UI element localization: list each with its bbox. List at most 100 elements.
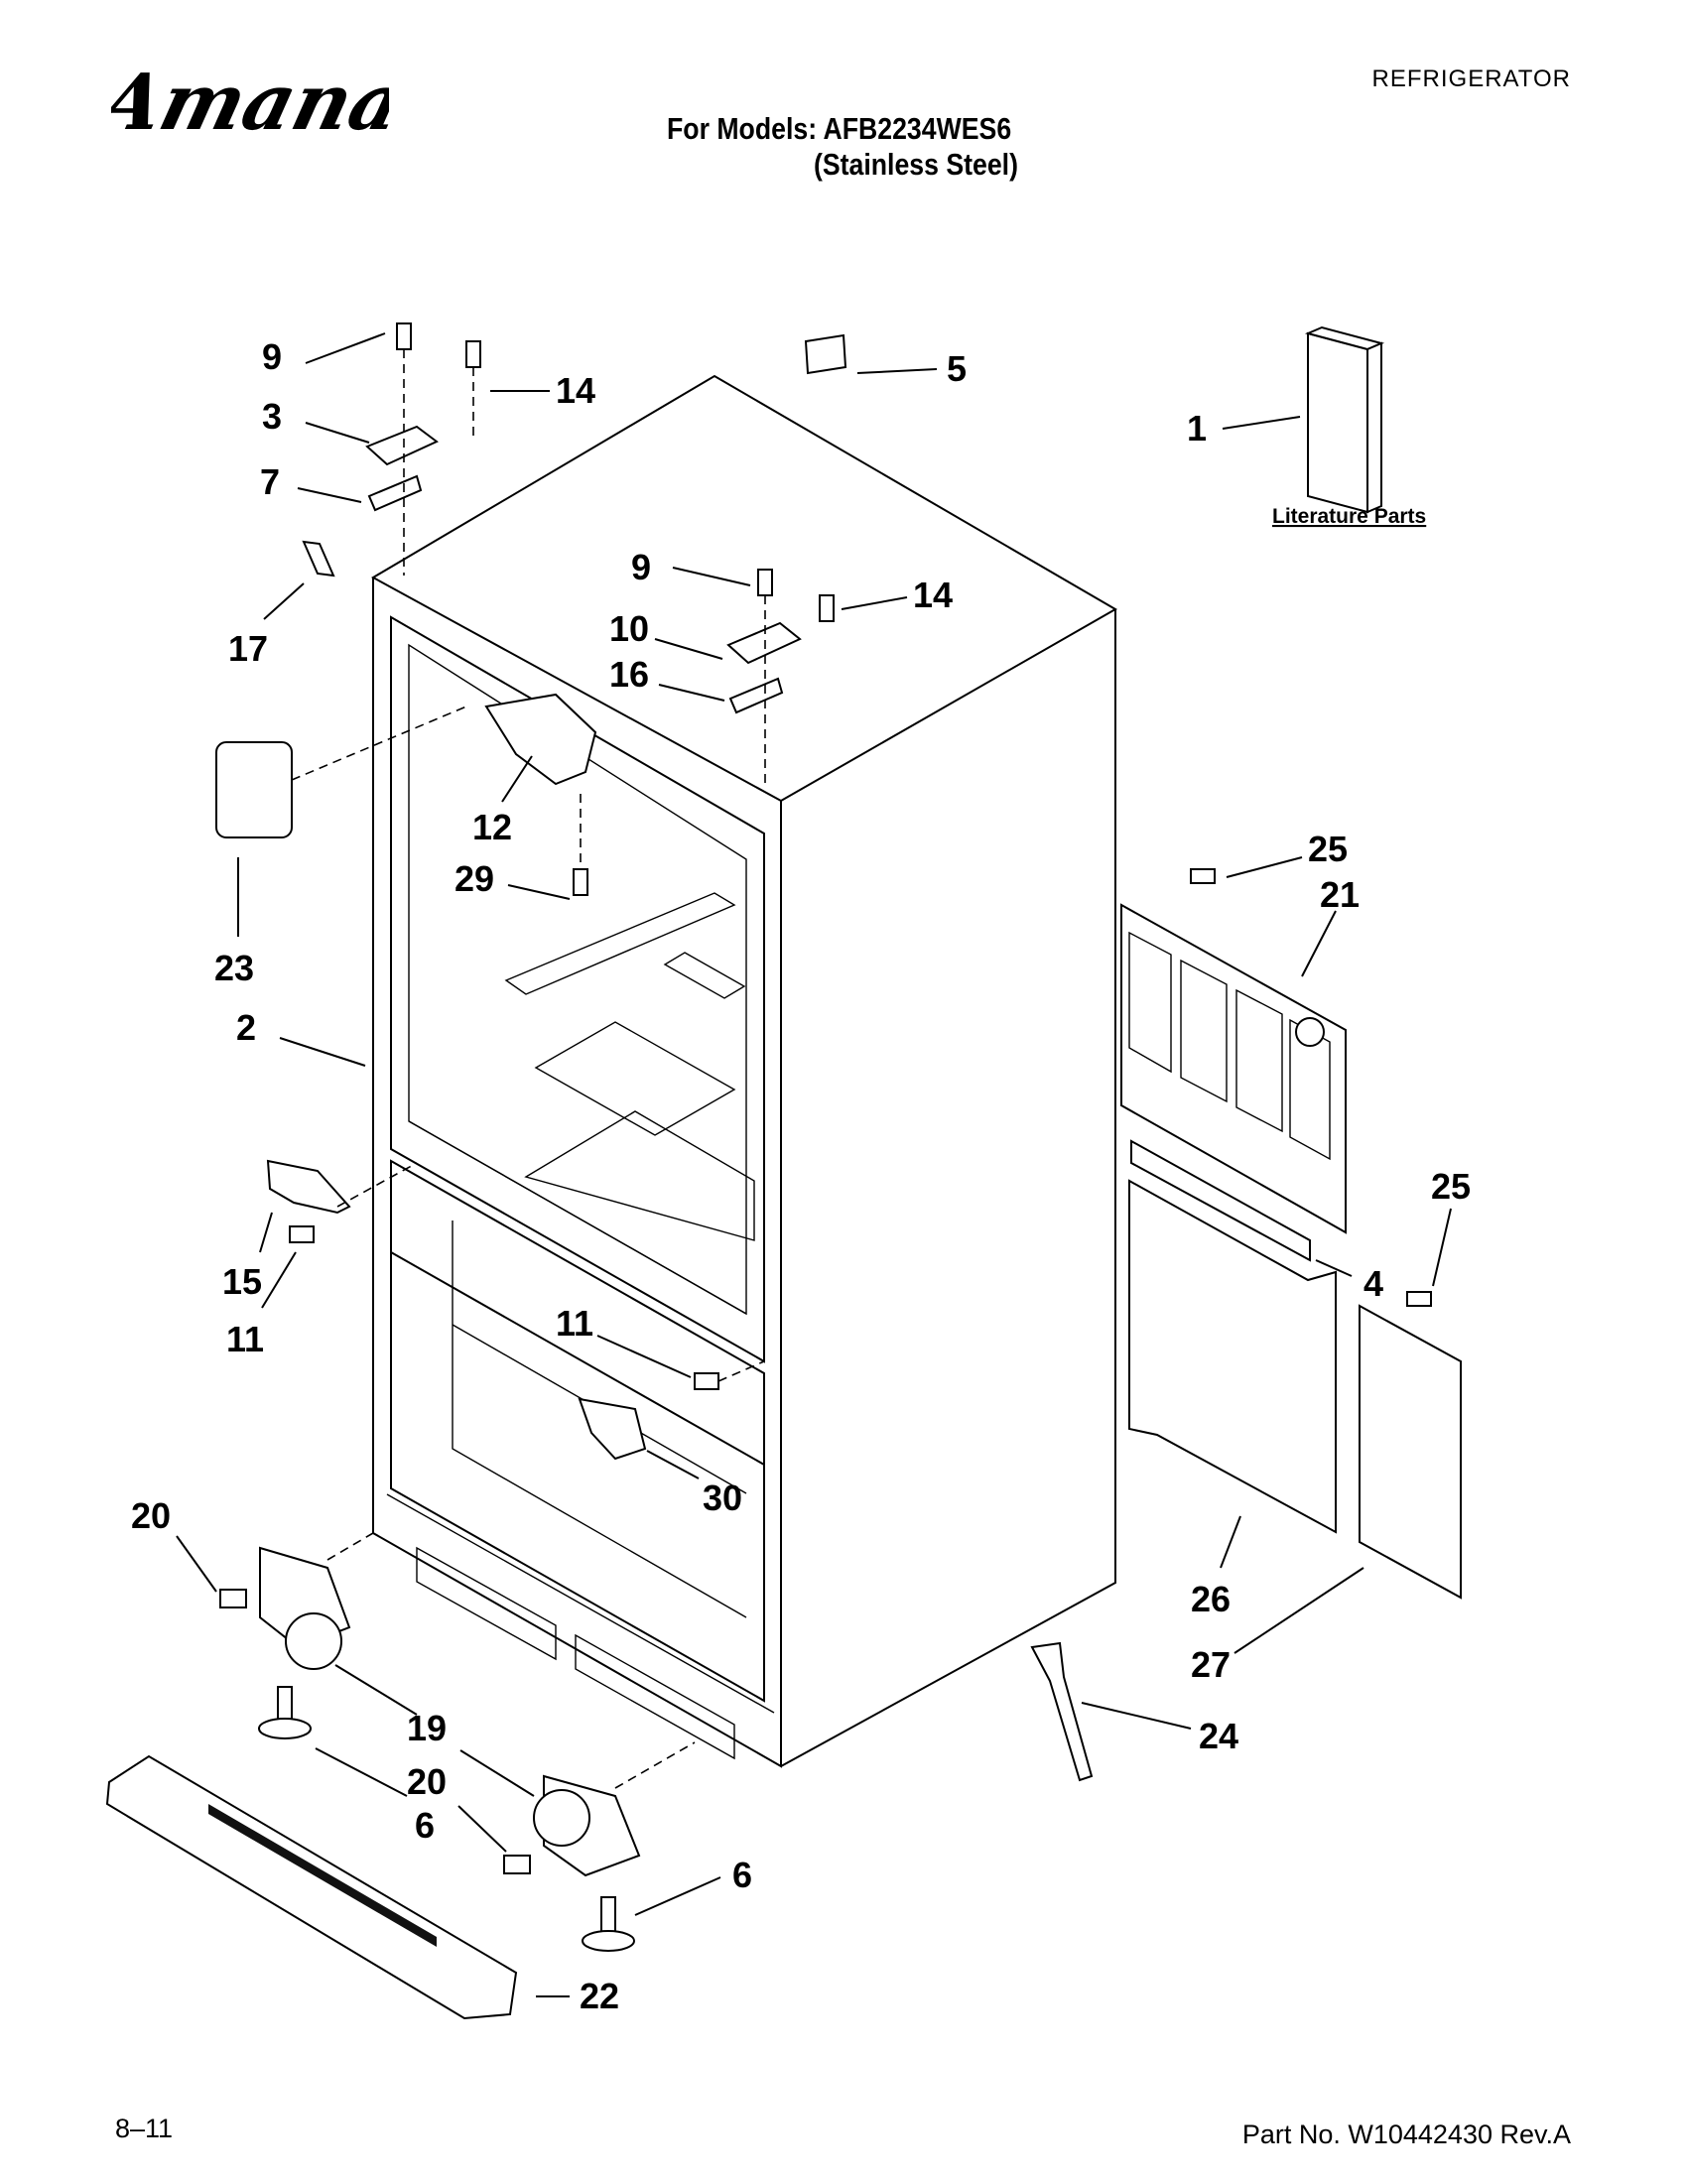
screw-29 bbox=[573, 868, 588, 896]
leader-17 bbox=[263, 582, 305, 620]
base-trim bbox=[386, 1493, 775, 1714]
grille-frame bbox=[1120, 903, 1347, 1234]
footer-part-number: Part No. W10442430 Rev.A bbox=[1241, 2120, 1571, 2149]
screw-11-left bbox=[289, 1225, 315, 1243]
callout-22: 22 bbox=[580, 1976, 619, 2016]
roller-left-guide bbox=[326, 1532, 374, 1561]
leader-7 bbox=[297, 487, 362, 503]
part-24 bbox=[1030, 1641, 1094, 1782]
grille-louver-3 bbox=[1235, 988, 1283, 1133]
grille-panel-21 bbox=[1120, 868, 1347, 1234]
leader-2 bbox=[279, 1037, 366, 1067]
control-housing bbox=[215, 741, 293, 838]
callout-25: 25 bbox=[1308, 829, 1348, 869]
screw-11-guide bbox=[717, 1360, 765, 1382]
hinge-cover-right bbox=[726, 621, 802, 665]
freezer-liner bbox=[452, 1220, 747, 1618]
leader-11a bbox=[261, 1251, 297, 1309]
toe-grille-22 bbox=[105, 1754, 518, 2020]
top-left-hinge bbox=[365, 322, 481, 576]
callout-1: 1 bbox=[1187, 408, 1207, 449]
cabinet-top bbox=[370, 374, 1118, 803]
callout-10: 10 bbox=[609, 608, 649, 649]
grille-port bbox=[1295, 1017, 1325, 1047]
leader-20b bbox=[457, 1805, 507, 1853]
document-category: REFRIGERATOR bbox=[1371, 65, 1571, 92]
callout-14: 14 bbox=[556, 370, 595, 411]
leader-30 bbox=[646, 1450, 700, 1479]
screw-11-right bbox=[694, 1372, 719, 1390]
top-right-hinge bbox=[726, 569, 835, 784]
leader-19a bbox=[334, 1664, 418, 1716]
callout-20: 20 bbox=[131, 1495, 171, 1536]
callout-15: 15 bbox=[222, 1261, 262, 1302]
seal-part-4 bbox=[1130, 1139, 1311, 1262]
cabinet-side bbox=[780, 609, 1116, 1767]
cabinet-front-outline bbox=[372, 578, 782, 1768]
callout-5: 5 bbox=[947, 348, 967, 389]
callout-23: 23 bbox=[214, 948, 254, 988]
leader-5 bbox=[856, 368, 938, 374]
leader-9b bbox=[672, 567, 751, 586]
roller-wheel-right bbox=[533, 1789, 590, 1847]
crisper-cover bbox=[524, 1110, 755, 1241]
literature-book bbox=[1304, 325, 1385, 514]
toe-grille-vent bbox=[208, 1804, 437, 1947]
callout-6-right: 6 bbox=[732, 1855, 752, 1895]
book-spine bbox=[1366, 341, 1382, 514]
leader-9a bbox=[305, 332, 386, 364]
grille-louver-1 bbox=[1128, 931, 1172, 1074]
hinge-right bbox=[728, 677, 784, 714]
callout-26: 26 bbox=[1191, 1579, 1231, 1619]
roller-wheel-left bbox=[285, 1612, 342, 1670]
leveler-left-foot bbox=[258, 1718, 312, 1739]
screw-9-left bbox=[396, 322, 412, 350]
toe-grille-body bbox=[105, 1754, 518, 2020]
leader-26 bbox=[1220, 1515, 1241, 1569]
leveler-left-6 bbox=[258, 1686, 312, 1739]
control-part-23 bbox=[215, 706, 467, 838]
grille-louver-2 bbox=[1180, 959, 1228, 1103]
base-slot-right bbox=[575, 1633, 735, 1760]
leader-25b bbox=[1432, 1208, 1452, 1287]
leader-10 bbox=[654, 638, 723, 660]
tape-part-17 bbox=[302, 540, 335, 578]
callout-12: 12 bbox=[472, 807, 512, 847]
callout-27: 27 bbox=[1191, 1644, 1231, 1685]
leader-24 bbox=[1081, 1702, 1192, 1730]
label-part-5 bbox=[804, 333, 847, 375]
leader-16 bbox=[658, 684, 725, 702]
roller-right-19 bbox=[533, 1741, 696, 1877]
hinge-left bbox=[367, 474, 423, 512]
screw-25-bottom bbox=[1406, 1291, 1432, 1307]
panel-part-26 bbox=[1128, 1179, 1337, 1534]
base-slot-left bbox=[416, 1546, 557, 1661]
leader-lines bbox=[176, 332, 1452, 1997]
hinge-part-15 bbox=[266, 1159, 351, 1215]
callout-29: 29 bbox=[454, 858, 494, 899]
leader-19b bbox=[459, 1749, 535, 1797]
screw-9-right bbox=[757, 569, 773, 596]
callout-9-right: 9 bbox=[631, 547, 651, 587]
callout-25-bottom: 25 bbox=[1431, 1166, 1471, 1207]
leader-14b bbox=[841, 596, 908, 610]
callout-3: 3 bbox=[262, 396, 282, 437]
leader-4 bbox=[1315, 1259, 1353, 1277]
roller-left-19 bbox=[259, 1532, 374, 1670]
hinge-part-30 bbox=[578, 1397, 647, 1461]
part-12 bbox=[484, 693, 597, 786]
leader-20a bbox=[176, 1535, 217, 1593]
finish-heading: (Stainless Steel) bbox=[814, 147, 1018, 182]
callout-14-right: 14 bbox=[913, 575, 953, 615]
callout-11: 11 bbox=[226, 1319, 264, 1359]
leader-27 bbox=[1234, 1567, 1364, 1654]
book-cover bbox=[1307, 331, 1368, 514]
screw-25-top bbox=[1190, 868, 1216, 884]
cabinet bbox=[370, 374, 1118, 1768]
screw-20-left bbox=[219, 1589, 247, 1608]
leader-6b bbox=[634, 1876, 721, 1916]
leveler-right-post bbox=[600, 1896, 616, 1934]
hinge-15-guide bbox=[336, 1162, 418, 1208]
callout-20-lower: 20 bbox=[407, 1761, 447, 1802]
screw-20-right bbox=[503, 1855, 531, 1874]
